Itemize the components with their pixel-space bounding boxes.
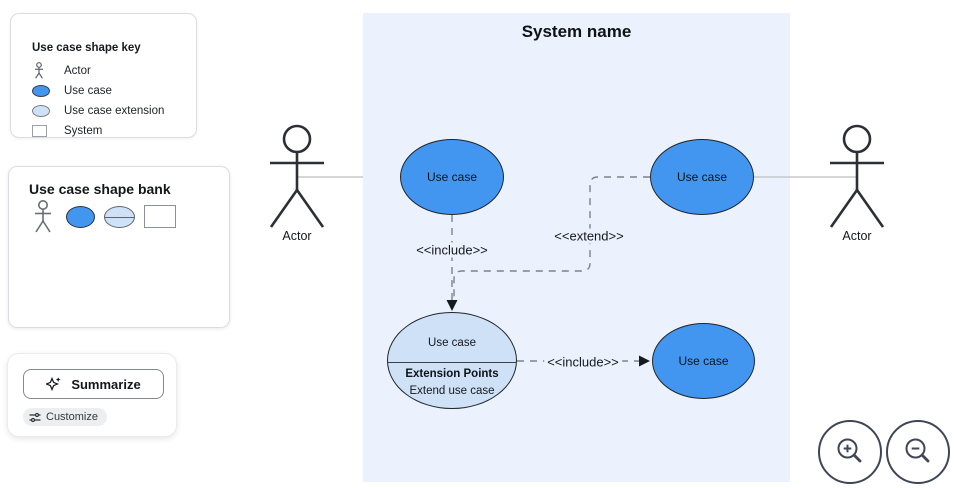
customize-label: Customize: [46, 411, 98, 423]
use-case-top-right[interactable]: Use case: [650, 139, 754, 215]
use-case-icon: [32, 85, 54, 97]
zoom-out-button[interactable]: [886, 420, 950, 484]
zoom-in-icon: [833, 435, 867, 469]
bank-use-case-extension-shape[interactable]: [104, 206, 135, 228]
extend-label[interactable]: <<extend>>: [551, 228, 627, 244]
use-case-top-left[interactable]: Use case: [400, 139, 504, 215]
zoom-out-icon: [901, 435, 935, 469]
system-icon: [32, 125, 54, 137]
shape-key-row-use-case: Use case: [32, 81, 112, 101]
extension-section-header: Extension Points: [405, 368, 499, 380]
shape-key-row-extension: Use case extension: [32, 101, 164, 121]
use-case-label: Use case: [678, 354, 729, 368]
actor-icon: [32, 62, 54, 80]
actor-left-label: Actor: [282, 229, 312, 243]
shape-bank-title: Use case shape bank: [29, 181, 171, 197]
extension-title: Use case: [428, 337, 476, 349]
zoom-in-button[interactable]: [818, 420, 882, 484]
sparkle-icon: [46, 376, 62, 392]
use-case-extension-shape[interactable]: Use case Extension Points Extend use cas…: [387, 312, 517, 409]
actor-left-figure[interactable]: [269, 124, 325, 228]
customize-button[interactable]: Customize: [23, 408, 107, 426]
actor-right-label: Actor: [842, 229, 872, 243]
use-case-label: Use case: [426, 170, 478, 184]
shape-key-row-system: System: [32, 121, 102, 141]
system-title: System name: [521, 22, 632, 41]
shape-key-panel: Use case shape key Actor Use case Use ca…: [10, 13, 197, 138]
extension-entry: Extend use case: [409, 385, 495, 397]
use-case-bottom-right[interactable]: Use case: [652, 323, 755, 399]
bank-extension-divider: [105, 217, 134, 218]
bank-use-case-shape[interactable]: [66, 206, 95, 228]
include-label-top[interactable]: <<include>>: [413, 242, 491, 258]
summarize-button[interactable]: Summarize: [23, 369, 164, 399]
summarize-label: Summarize: [71, 376, 141, 392]
shape-key-title: Use case shape key: [32, 42, 141, 54]
use-case-label: Use case: [676, 170, 728, 184]
sliders-icon: [29, 412, 41, 423]
extension-divider: [388, 362, 516, 363]
use-case-extension-icon: [32, 105, 54, 117]
shape-key-row-actor: Actor: [32, 61, 91, 81]
actions-card: Summarize Customize: [7, 353, 177, 437]
bank-system-shape[interactable]: [144, 205, 176, 228]
bank-actor-shape[interactable]: [30, 200, 56, 241]
actor-right-figure[interactable]: [829, 124, 885, 228]
shape-bank-panel: Use case shape bank: [8, 166, 230, 328]
include-label-bottom[interactable]: <<include>>: [544, 354, 622, 370]
